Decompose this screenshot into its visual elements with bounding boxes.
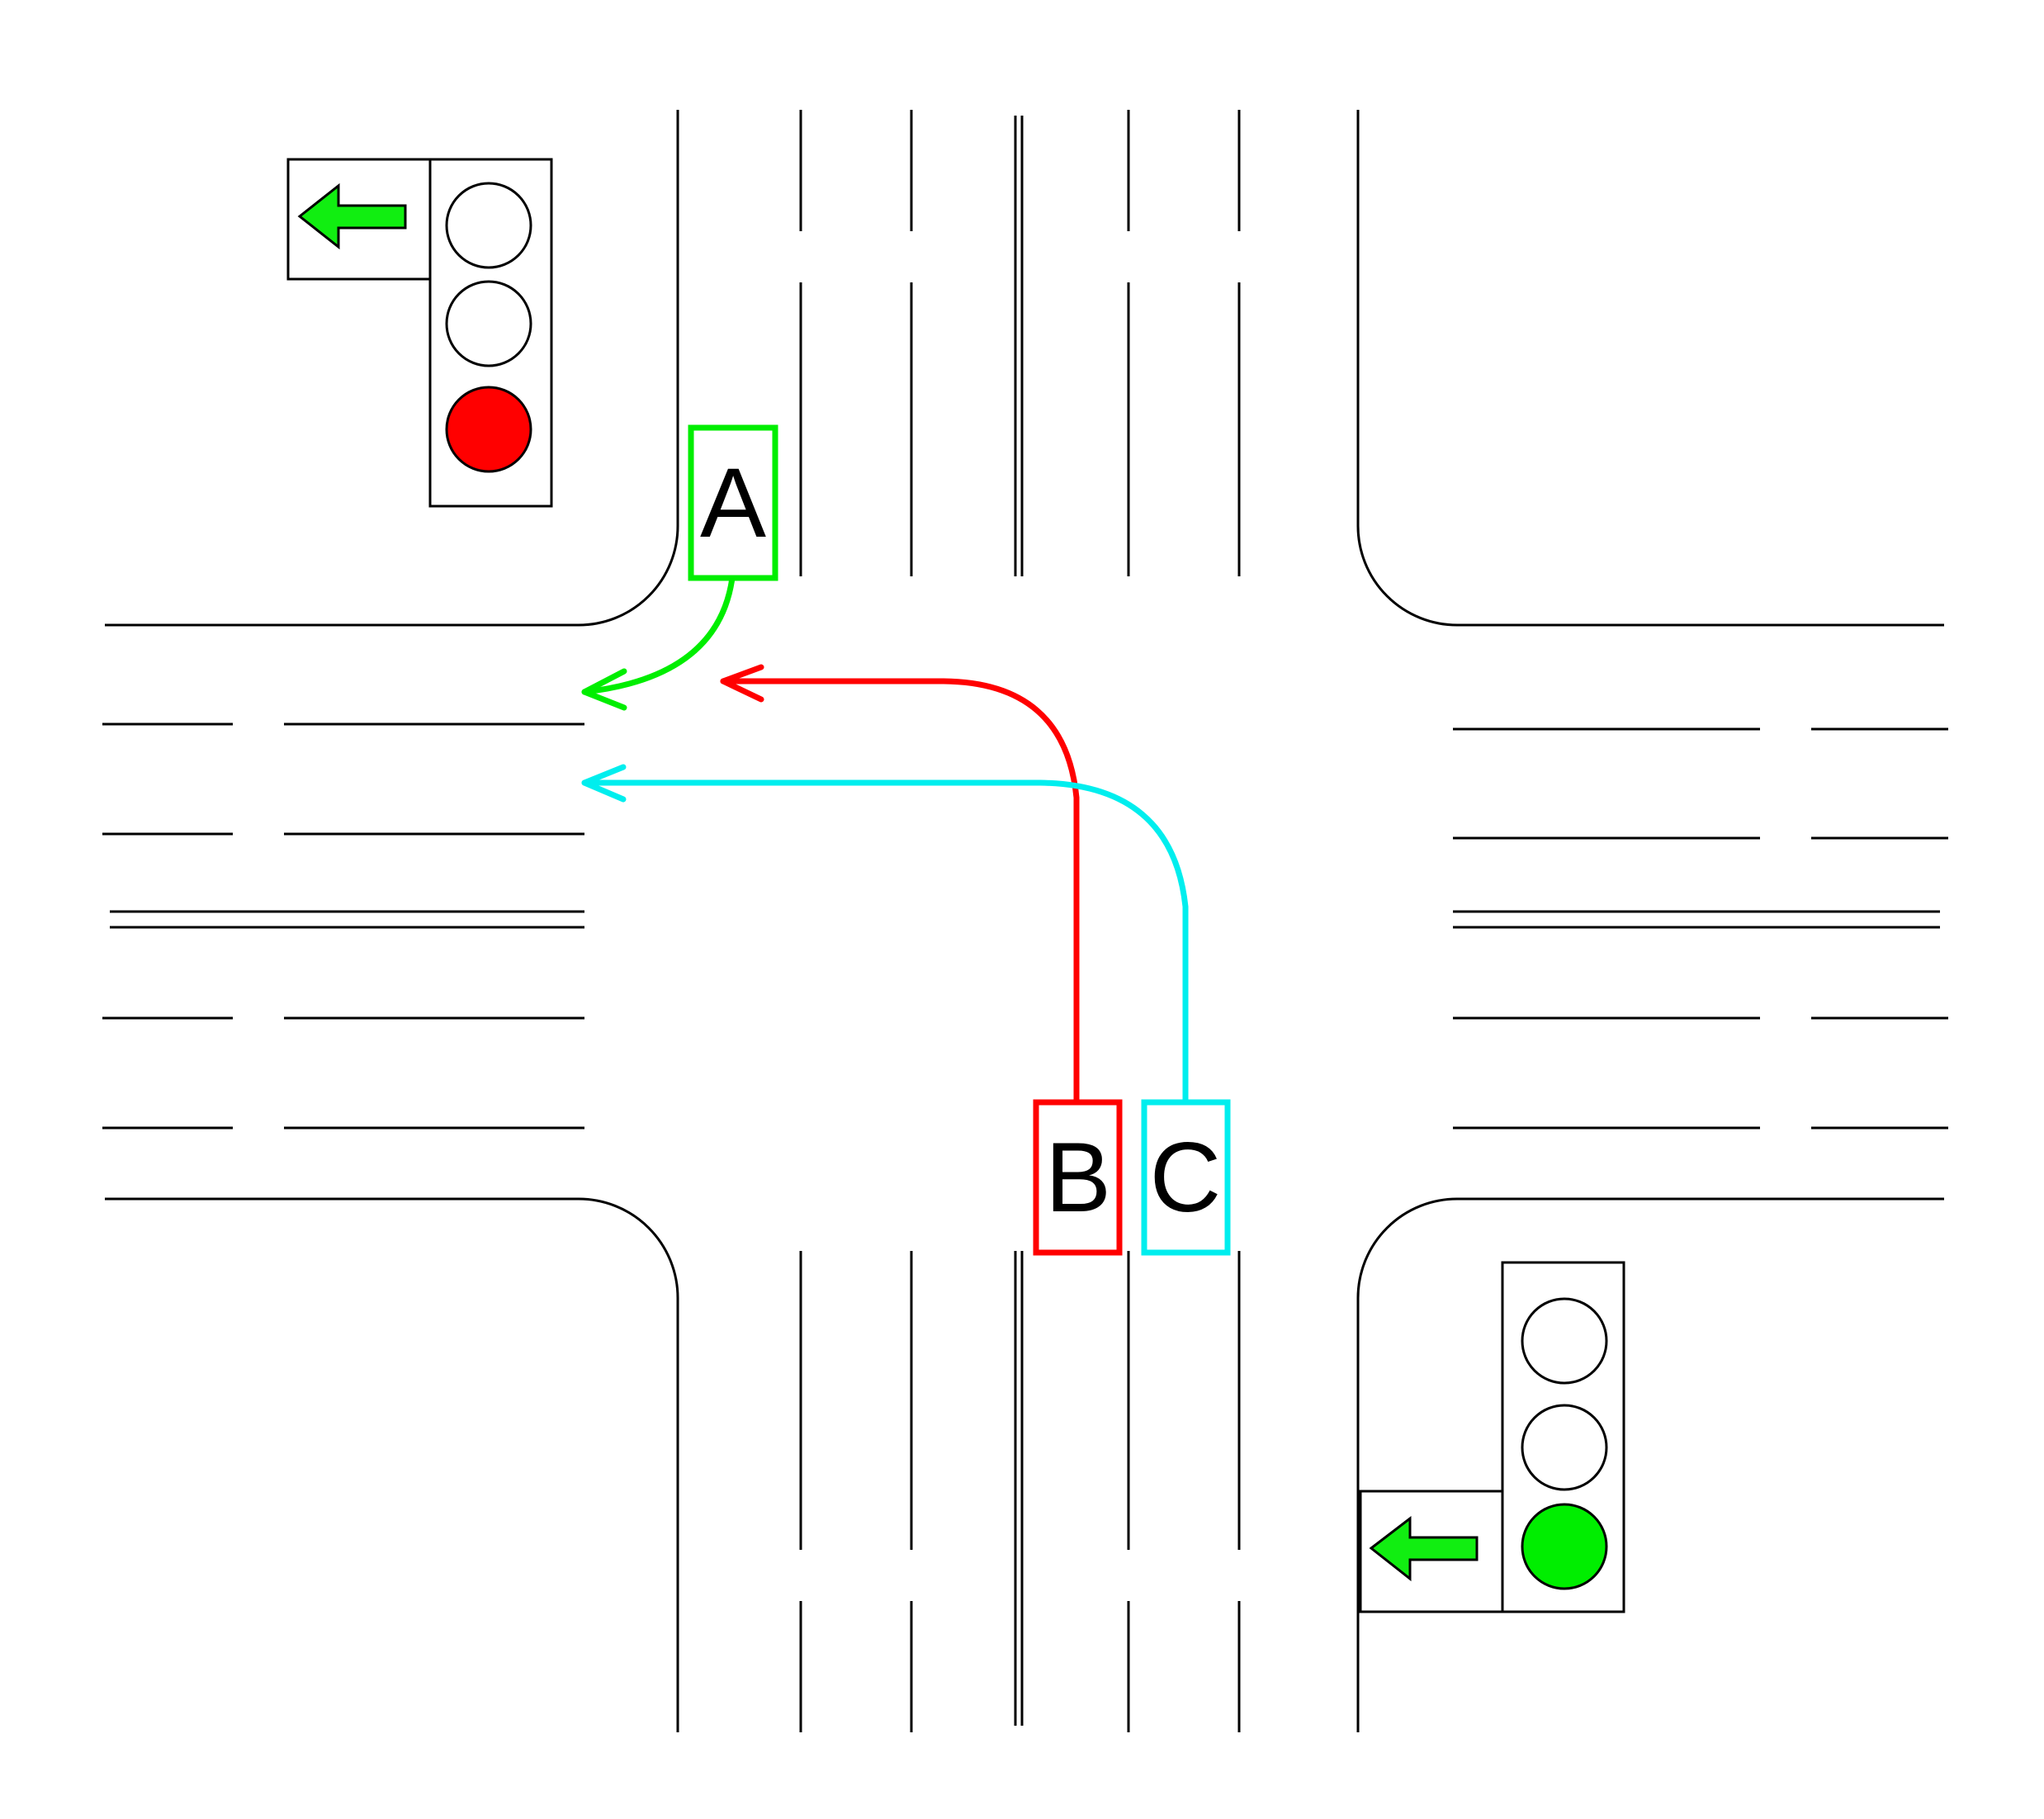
vehicle-c: C xyxy=(1141,1099,1231,1256)
vehicle-a-box xyxy=(688,424,778,581)
vehicle-paths xyxy=(581,575,1189,1106)
west-lane-markings xyxy=(102,722,584,1130)
left-arrow-icon xyxy=(1369,1515,1479,1582)
path-vehicle-a xyxy=(581,575,736,695)
road-edges xyxy=(105,110,1944,1732)
path-vehicle-c xyxy=(581,779,1189,1106)
road-edge-northwest xyxy=(105,110,679,627)
vehicle-b-label: B xyxy=(1045,1122,1111,1233)
road-edge-northeast xyxy=(1356,110,1944,627)
vehicle-a-label: A xyxy=(700,448,766,558)
north-lane-markings xyxy=(799,110,1241,576)
signal-lamp-top xyxy=(445,182,532,269)
vehicle-b: B xyxy=(1033,1099,1123,1256)
traffic-signal-southeast xyxy=(1359,1261,1625,1613)
road-edge-southwest xyxy=(105,1197,679,1732)
signal-lamp-bottom xyxy=(445,386,532,473)
signal-lamp-middle xyxy=(445,280,532,367)
vehicle-a: A xyxy=(688,424,778,581)
path-arrowhead-vehicle-a xyxy=(581,668,627,711)
east-lane-markings xyxy=(1453,727,1948,1130)
south-lane-markings xyxy=(799,1251,1241,1732)
path-vehicle-b xyxy=(720,678,1080,1106)
path-arrowhead-vehicle-c xyxy=(581,764,627,803)
path-arrowhead-vehicle-b xyxy=(720,664,764,703)
signal-lamp-top xyxy=(1521,1297,1608,1385)
left-arrow-icon xyxy=(297,182,407,250)
traffic-signal-northwest xyxy=(286,158,553,508)
vehicle-c-box xyxy=(1141,1099,1231,1256)
signal-lamp-bottom xyxy=(1521,1503,1608,1590)
vehicle-b-box xyxy=(1033,1099,1123,1256)
vehicle-c-label: C xyxy=(1150,1122,1222,1233)
road-edge-southeast xyxy=(1356,1197,1944,1732)
signal-lamp-middle xyxy=(1521,1404,1608,1491)
